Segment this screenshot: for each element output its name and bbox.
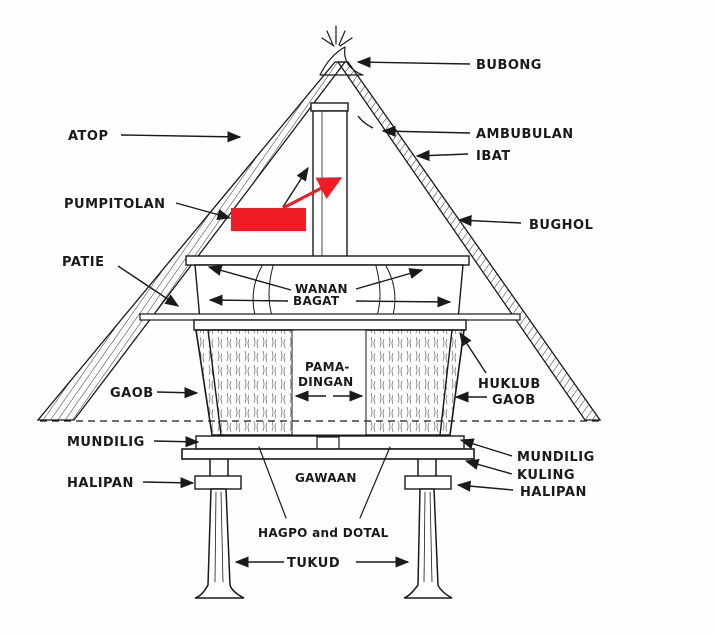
label-patie: PATIE [62,255,104,270]
label-hagpo: HAGPO and DOTAL [258,526,389,540]
highlight-box [231,208,306,231]
label-pumpitolan: PUMPITOLAN [64,197,166,212]
label-bagat: BAGAT [293,294,340,308]
ridge-post [310,102,349,258]
tie-beam [139,313,521,321]
label-ibat: IBAT [476,149,511,164]
label-ambubulan: AMBUBULAN [476,127,574,142]
label-pamadingan-1: PAMA- [305,360,350,374]
label-gaob-right: GAOB [492,393,536,408]
label-bubong: BUBONG [476,58,542,73]
label-kuling: KULING [517,468,575,483]
label-gaob-left: GAOB [110,386,154,401]
label-halipan-left: HALIPAN [67,476,134,491]
label-mundilig-left: MUNDILIG [67,435,145,450]
floor-beams [181,435,475,460]
label-huklub: HUKLUB [478,377,541,392]
legs [194,458,453,599]
middle-beam [193,319,467,331]
label-bughol: BUGHOL [529,218,593,233]
label-pamadingan-2: DINGAN [298,375,353,389]
lower-room [195,329,465,436]
label-gawaan: GAWAAN [295,471,357,485]
label-atop: ATOP [68,129,109,144]
label-tukud: TUKUD [287,556,340,571]
label-halipan-right: HALIPAN [520,485,587,500]
bracing-lines [258,446,391,519]
highlight-arrow [282,177,343,210]
highlight-annotation [231,177,343,231]
roof-thatch [36,25,602,421]
label-wanan: WANAN [295,282,348,296]
upper-beam [185,255,470,266]
label-arrows [117,56,522,568]
labels: BUBONG ATOP AMBUBULAN IBAT PUMPITOLAN BU… [62,58,595,571]
label-mundilig-right: MUNDILIG [517,450,595,465]
